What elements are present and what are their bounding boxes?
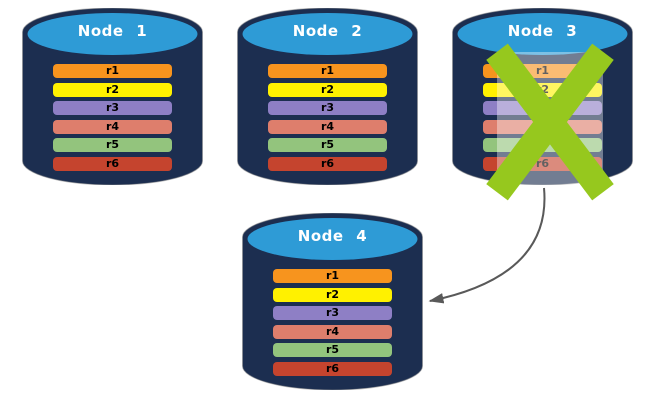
- replica-row-r4: r4: [53, 119, 172, 134]
- node-3: Node 3 r1 r2 r3 r4 r5 r6: [452, 8, 633, 201]
- replica-row-r5: r5: [273, 343, 392, 357]
- replica-row-r4: r4: [268, 119, 387, 134]
- replica-row-r5: r5: [53, 138, 172, 152]
- node-label: Node 2: [292, 22, 363, 40]
- node-4: Node 4 r1 r2 r3 r4 r5 r6: [242, 213, 423, 390]
- replica-row-r1: r1: [273, 269, 392, 283]
- node-label: Node 1: [77, 22, 148, 40]
- cylinder-cap-shape: [247, 218, 418, 260]
- replica-row-r2: r2: [268, 82, 387, 97]
- cylinder-cap-shape: [457, 13, 628, 55]
- replica-row-r1: r1: [268, 64, 387, 78]
- replica-row-r1: r1: [53, 64, 172, 78]
- replica-row-r3: r3: [53, 101, 172, 115]
- replica-row-r4: r4: [273, 324, 392, 339]
- node-label: Node 4: [297, 227, 368, 245]
- node-2: Node 2 r1 r2 r3 r4 r5 r6: [237, 8, 418, 185]
- replica-row-r5: r5: [268, 138, 387, 152]
- node-4-rows: r1 r2 r3 r4 r5 r6: [273, 269, 392, 376]
- replica-row-r3: r3: [268, 101, 387, 115]
- cylinder-cap-shape: [27, 13, 198, 55]
- node-1: Node 1 r1 r2 r3 r4 r5 r6: [22, 8, 203, 185]
- node-1-rows: r1 r2 r3 r4 r5 r6: [53, 64, 172, 171]
- replica-row-r6: r6: [268, 156, 387, 171]
- replica-row-r6: r6: [53, 156, 172, 171]
- replica-row-r3: r3: [273, 306, 392, 320]
- node-2-rows: r1 r2 r3 r4 r5 r6: [268, 64, 387, 171]
- cylinder-cap-shape: [242, 13, 413, 55]
- failover-arrow-path: [428, 187, 546, 304]
- replica-row-r6: r6: [273, 361, 392, 376]
- replica-row-r2: r2: [273, 287, 392, 302]
- replica-row-r2: r2: [53, 82, 172, 97]
- failure-x-icon: [486, 43, 614, 201]
- node-label: Node 3: [507, 22, 578, 40]
